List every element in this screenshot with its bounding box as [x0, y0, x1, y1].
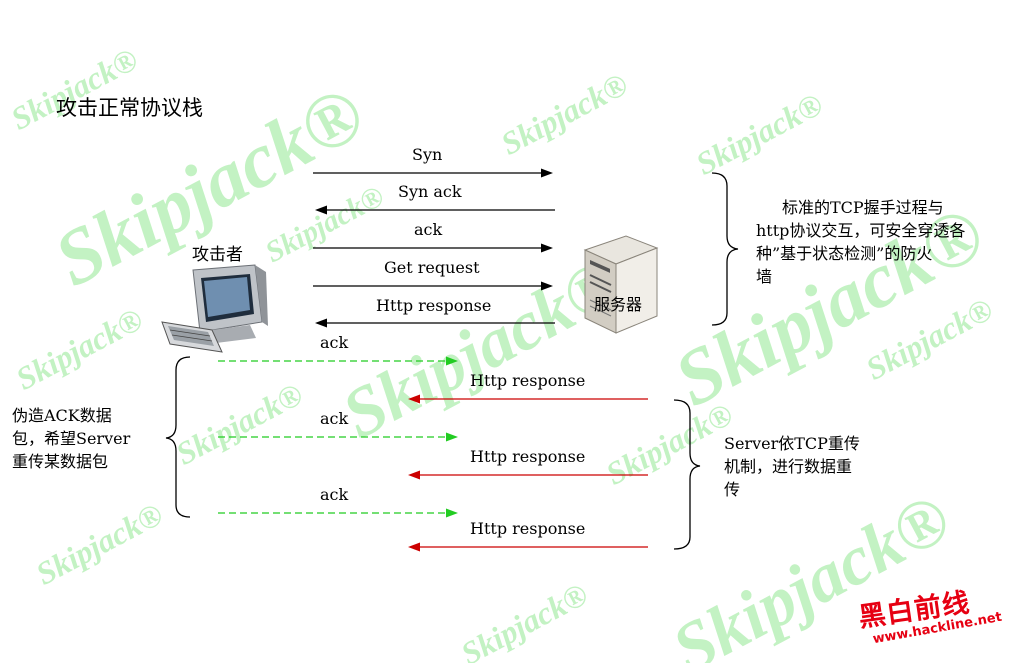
- attack-response-label-2: Http response: [470, 447, 586, 466]
- note-line: 重传某数据包: [12, 452, 109, 471]
- flow-label-ack: ack: [414, 220, 443, 239]
- attacker-label: 攻击者: [192, 245, 243, 265]
- flow-label-syn: Syn: [412, 145, 443, 164]
- attack-response-label-3: Http response: [470, 519, 586, 538]
- flow-label-syn-ack: Syn ack: [398, 182, 462, 201]
- arrow-get-request: [313, 281, 553, 291]
- note-line: 伪造ACK数据: [12, 406, 112, 425]
- flow-label-http-response: Http response: [376, 296, 492, 315]
- arrow-syn: [313, 168, 553, 178]
- note-line: 机制，进行数据重: [724, 457, 853, 476]
- diagram-title: 攻击正常协议栈: [56, 96, 203, 120]
- attack-response-label-1: Http response: [470, 371, 586, 390]
- arrow-fake-ack-3: [218, 508, 458, 518]
- note-line: 种”基于状态检测”的防火: [756, 244, 933, 263]
- attack-ack-label-2: ack: [320, 409, 349, 428]
- note-line: http协议交互，可安全穿透各: [756, 221, 966, 240]
- note-line: 标准的TCP握手过程与: [782, 198, 944, 217]
- note-fake-ack: 伪造ACK数据 包，希望Server 重传某数据包: [12, 404, 162, 473]
- arrow-retransmit-1: [408, 394, 648, 404]
- note-line: 墙: [756, 267, 773, 286]
- arrow-retransmit-3: [408, 542, 648, 552]
- arrow-http-response: [315, 318, 555, 328]
- arrow-retransmit-2: [408, 470, 648, 480]
- flow-label-get-request: Get request: [384, 258, 480, 277]
- arrow-fake-ack-1: [218, 356, 458, 366]
- arrow-syn-ack: [315, 205, 555, 215]
- arrow-fake-ack-2: [218, 432, 458, 442]
- server-label: 服务器: [594, 295, 643, 314]
- note-retransmit: Server依TCP重传 机制，进行数据重 传: [724, 432, 884, 501]
- note-line: 包，希望Server: [12, 429, 131, 448]
- note-line: Server依TCP重传: [724, 434, 860, 453]
- attack-ack-label-3: ack: [320, 485, 349, 504]
- attack-ack-label-1: ack: [320, 333, 349, 352]
- note-line: 传: [724, 480, 741, 499]
- arrow-ack: [313, 243, 553, 253]
- note-tcp-handshake: 标准的TCP握手过程与 http协议交互，可安全穿透各 种”基于状态检测”的防火…: [756, 196, 1001, 288]
